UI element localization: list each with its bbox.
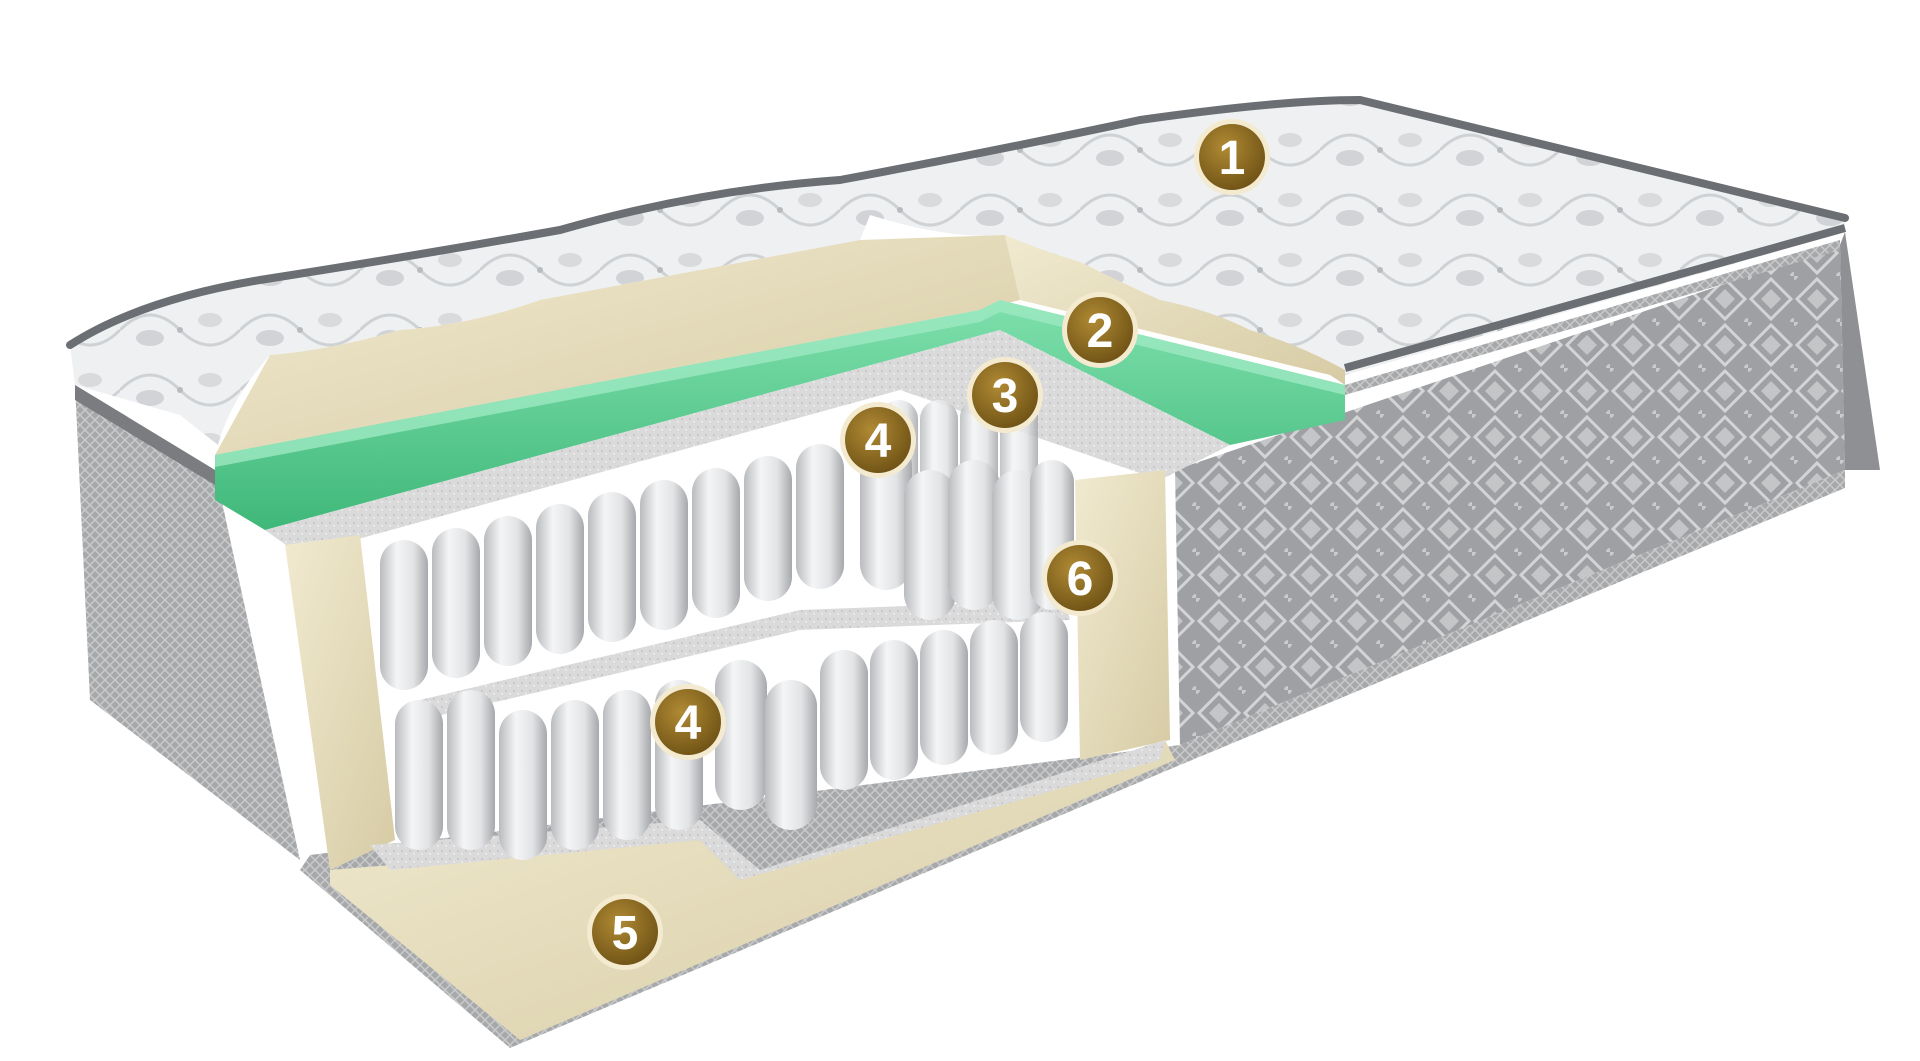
marker-m4b: 4 — [650, 684, 726, 760]
marker-m5: 5 — [587, 894, 663, 970]
marker-m1: 1 — [1194, 119, 1270, 195]
latex-layer-cut — [1005, 235, 1345, 385]
marker-label: 4 — [675, 697, 702, 750]
marker-label: 4 — [865, 415, 892, 468]
marker-label: 3 — [992, 370, 1019, 423]
marker-label: 2 — [1087, 305, 1114, 358]
marker-label: 5 — [612, 907, 639, 960]
springs-lower-block — [395, 612, 1068, 860]
side-panel-left — [75, 385, 300, 860]
marker-label: 1 — [1219, 132, 1246, 185]
latex-layer-front — [215, 235, 1020, 455]
quilted-top — [70, 100, 1845, 445]
perimeter-frame-right — [1075, 470, 1170, 760]
side-panel-right — [1175, 245, 1845, 745]
marker-m6: 6 — [1042, 540, 1118, 616]
end-panel — [1840, 232, 1880, 470]
marker-m4a: 4 — [840, 402, 916, 478]
marker-label: 6 — [1067, 553, 1094, 606]
foam-layer-top — [215, 300, 1345, 530]
perimeter-frame-left — [285, 535, 395, 870]
top-piping — [66, 95, 1849, 349]
marker-m3: 3 — [967, 357, 1043, 433]
marker-m2: 2 — [1062, 292, 1138, 368]
